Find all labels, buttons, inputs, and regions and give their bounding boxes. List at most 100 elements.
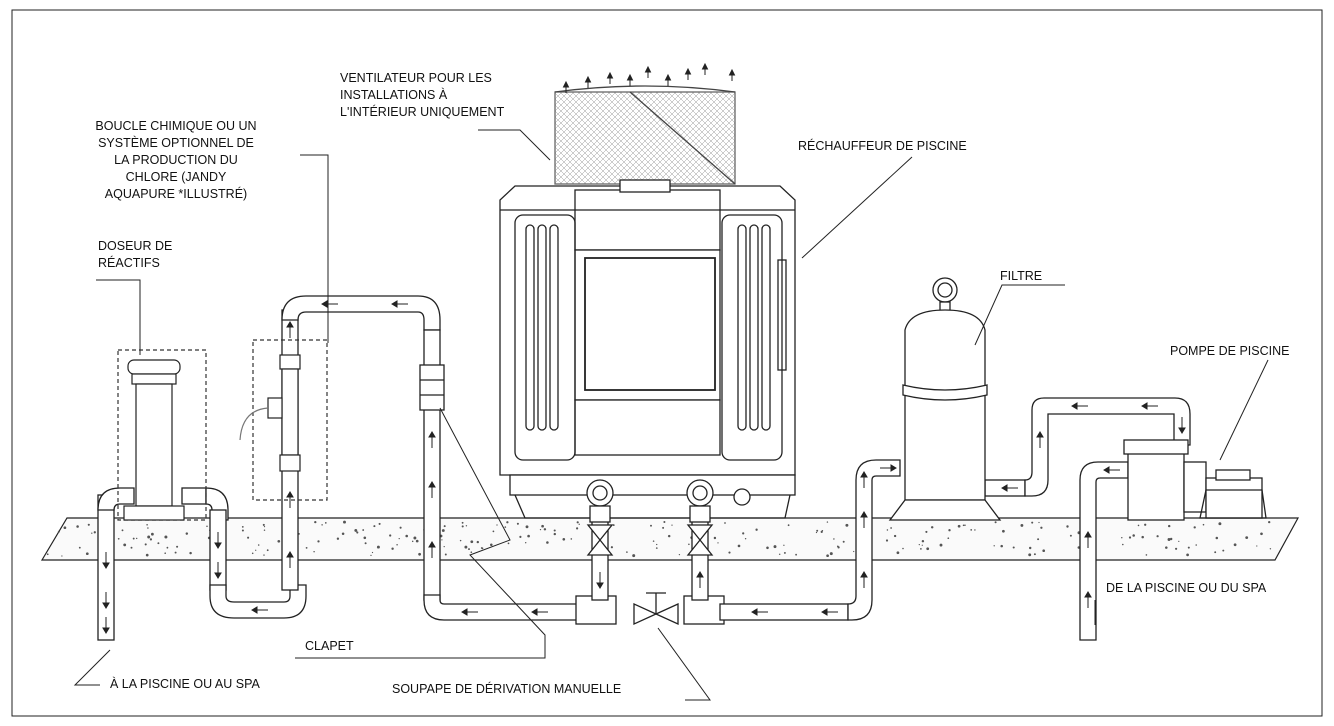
ground-speckle xyxy=(766,546,769,550)
ground-speckle xyxy=(461,521,464,524)
fan-exhaust-arrow xyxy=(644,65,652,78)
to-pool-label: À LA PISCINE OU AU SPA xyxy=(110,677,260,691)
ground-speckle xyxy=(948,529,951,532)
ground-speckle xyxy=(525,525,529,529)
ground-speckle xyxy=(391,547,394,550)
ground-speckle xyxy=(132,537,135,540)
flow-arrow xyxy=(1103,466,1120,474)
fan-exhaust-arrow xyxy=(606,71,614,84)
flow-arrow xyxy=(696,571,704,588)
flow-arrow xyxy=(1001,484,1018,492)
ground-speckle xyxy=(626,551,628,553)
ground-speckle xyxy=(465,525,468,527)
ground-speckle xyxy=(378,522,381,525)
ground-speckle xyxy=(130,546,133,549)
flow-arrow xyxy=(1036,431,1044,448)
ground-speckle xyxy=(853,550,855,553)
ground-speckle xyxy=(263,554,265,556)
ground-speckle xyxy=(918,543,920,546)
flow-arrow xyxy=(286,551,294,568)
ground-speckle xyxy=(1020,523,1024,527)
ground-speckle xyxy=(266,549,269,552)
fan-label-line-1: VENTILATEUR POUR LES xyxy=(340,71,492,85)
ground-speckle xyxy=(578,523,580,525)
ground-speckle xyxy=(151,532,154,536)
ground-speckle xyxy=(262,523,265,526)
ground-speckle xyxy=(921,539,925,543)
ground-speckle xyxy=(1000,544,1003,548)
ground-speckle xyxy=(317,540,320,543)
ground-speckle xyxy=(778,553,781,556)
ground-speckle xyxy=(612,524,615,527)
ground-speckle xyxy=(610,546,614,549)
ground-speckle xyxy=(164,552,166,554)
ground-speckle xyxy=(1002,529,1005,533)
ground-speckle xyxy=(1222,549,1225,552)
ground-speckle xyxy=(76,525,79,528)
flow-arrow xyxy=(102,592,110,609)
chem-loop-line-2: SYSTÈME OPTIONNEL DE xyxy=(98,136,254,150)
ground-speckle xyxy=(728,551,731,554)
ground-speckle xyxy=(826,521,829,523)
ground-speckle xyxy=(93,531,96,534)
ground-speckle xyxy=(553,529,556,532)
ground-speckle xyxy=(63,526,67,530)
ground-speckle xyxy=(356,531,359,534)
check-valve-label: CLAPET xyxy=(305,639,354,653)
ground-speckle xyxy=(176,545,179,548)
ground-speckle xyxy=(476,540,479,544)
ground-speckle xyxy=(655,547,658,549)
ground-speckle xyxy=(1028,553,1032,557)
ground-speckle xyxy=(1268,520,1271,524)
pool-heater xyxy=(499,85,796,523)
bypass-valve-label: SOUPAPE DE DÉRIVATION MANUELLE xyxy=(392,682,622,696)
ground-speckle xyxy=(1028,546,1032,550)
fan-exhaust-arrow xyxy=(626,73,634,86)
ground-speckle xyxy=(1193,526,1196,529)
fan-exhaust-arrow xyxy=(728,68,736,81)
heater-label: RÉCHAUFFEUR DE PISCINE xyxy=(798,139,967,153)
flow-arrow xyxy=(391,300,408,308)
flow-arrow xyxy=(251,606,268,614)
ground-speckle xyxy=(724,522,726,524)
ground-speckle xyxy=(415,539,419,543)
pump-label: POMPE DE PISCINE xyxy=(1170,344,1290,358)
ground-speckle xyxy=(341,532,345,535)
ground-speckle xyxy=(157,542,160,545)
ground-speckle xyxy=(490,543,493,547)
ground-speckle xyxy=(57,530,60,533)
ground-speckle xyxy=(1195,544,1197,546)
feeder-label-line-1: DOSEUR DE xyxy=(98,239,173,253)
ground-speckle xyxy=(893,534,897,538)
flow-arrow xyxy=(428,481,436,498)
ground-speckle xyxy=(755,528,758,531)
ground-speckle xyxy=(1178,540,1180,543)
pool-pump xyxy=(1123,439,1267,521)
ground-speckle xyxy=(737,544,741,548)
fan-exhaust-arrow xyxy=(562,80,570,93)
ground-speckle xyxy=(146,524,148,526)
flow-arrow xyxy=(102,617,110,634)
ground-speckle xyxy=(305,546,308,549)
flow-arrow xyxy=(596,572,604,589)
ground-speckle xyxy=(263,529,266,531)
ground-speckle xyxy=(947,537,950,540)
ground-speckle xyxy=(1121,543,1124,546)
fan-label: VENTILATEUR POUR LES INSTALLATIONS À L'I… xyxy=(340,70,504,121)
ground-speckle xyxy=(117,537,120,540)
feeder-label-line-2: RÉACTIFS xyxy=(98,256,160,270)
ground-speckle xyxy=(576,521,579,524)
ground-speckle xyxy=(957,524,961,528)
ground-speckle xyxy=(663,520,666,524)
ground-speckle xyxy=(418,552,421,556)
flow-arrow xyxy=(428,431,436,448)
ground-speckle xyxy=(964,524,966,526)
ground-speckle xyxy=(1012,546,1015,549)
flow-arrow xyxy=(1071,402,1088,410)
ground-speckle xyxy=(1040,526,1043,529)
flow-arrow xyxy=(860,471,868,488)
flow-arrow xyxy=(214,532,222,549)
ground-speckle xyxy=(480,547,483,549)
ground-speckle xyxy=(993,545,995,547)
